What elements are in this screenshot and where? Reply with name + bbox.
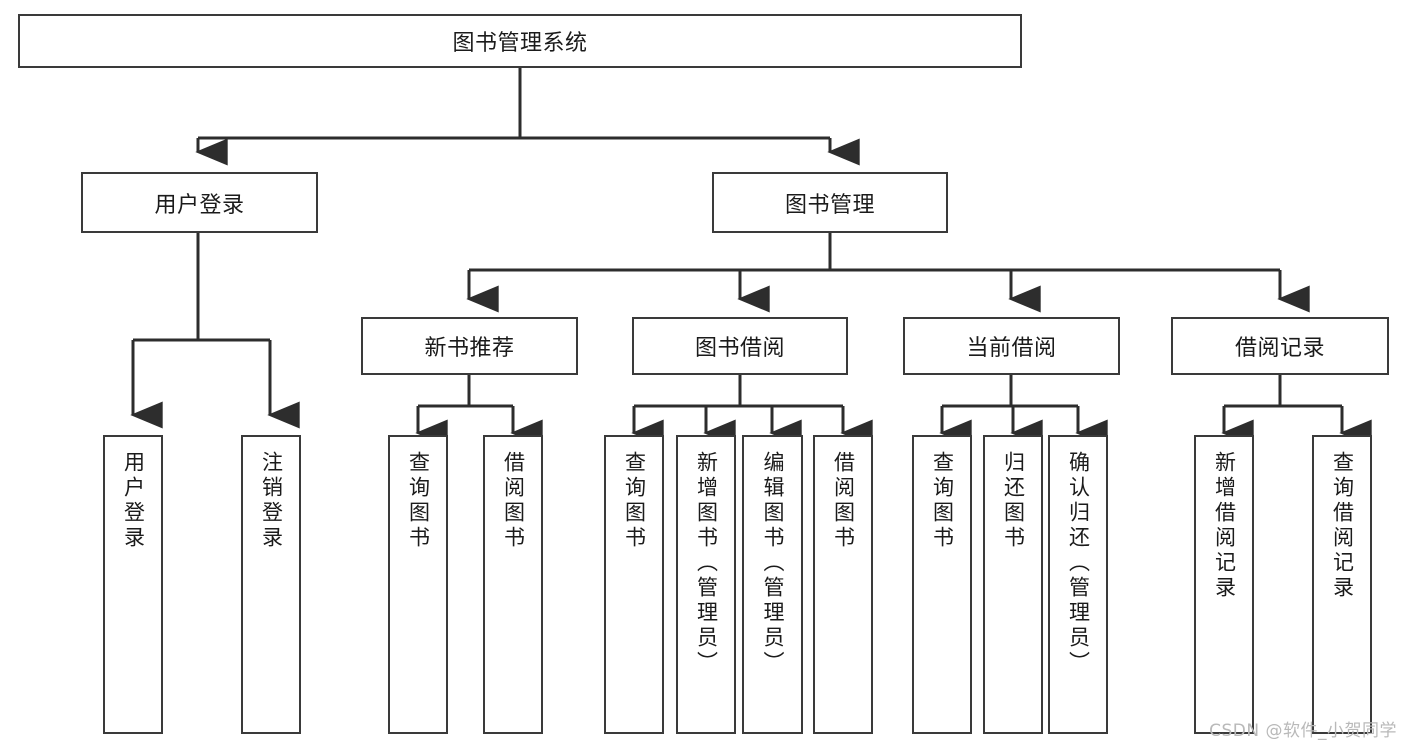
node-current-borrow[interactable]: 当前借阅 bbox=[903, 317, 1120, 375]
node-book-borrow[interactable]: 图书借阅 bbox=[632, 317, 848, 375]
leaf-add-book-label: 新增图书（管理员） bbox=[694, 451, 719, 676]
leaf-query-book-2-label: 查询图书 bbox=[622, 451, 647, 551]
leaf-query-book-1-label: 查询图书 bbox=[406, 451, 431, 551]
leaf-edit-book-label: 编辑图书（管理员） bbox=[761, 451, 785, 676]
leaf-user-login-label: 用户登录 bbox=[121, 451, 146, 551]
node-user-login[interactable]: 用户登录 bbox=[81, 172, 318, 233]
leaf-borrow-book-1[interactable]: 借阅图书 bbox=[483, 435, 543, 734]
node-new-book-recommend[interactable]: 新书推荐 bbox=[361, 317, 578, 375]
leaf-borrow-book-2[interactable]: 借阅图书 bbox=[813, 435, 873, 734]
node-root[interactable]: 图书管理系统 bbox=[18, 14, 1022, 68]
leaf-confirm-return-label: 确认归还（管理员） bbox=[1066, 451, 1091, 676]
leaf-query-record-label: 查询借阅记录 bbox=[1330, 451, 1355, 601]
node-book-manage-label: 图书管理 bbox=[784, 192, 875, 218]
node-borrow-record-label: 借阅记录 bbox=[1234, 336, 1325, 361]
leaf-borrow-book-1-label: 借阅图书 bbox=[501, 451, 526, 551]
node-root-label: 图书管理系统 bbox=[452, 31, 588, 56]
leaf-user-logout-label: 注销登录 bbox=[259, 451, 284, 551]
leaf-borrow-book-2-label: 借阅图书 bbox=[831, 451, 856, 551]
leaf-query-record[interactable]: 查询借阅记录 bbox=[1312, 435, 1372, 734]
leaf-query-book-3[interactable]: 查询图书 bbox=[912, 435, 972, 734]
leaf-add-record-label: 新增借阅记录 bbox=[1212, 451, 1237, 601]
leaf-query-book-2[interactable]: 查询图书 bbox=[604, 435, 664, 734]
node-new-book-recommend-label: 新书推荐 bbox=[424, 336, 515, 361]
leaf-query-book-1[interactable]: 查询图书 bbox=[388, 435, 448, 734]
leaf-user-login[interactable]: 用户登录 bbox=[103, 435, 163, 734]
leaf-add-record[interactable]: 新增借阅记录 bbox=[1194, 435, 1254, 734]
leaf-return-book-label: 归还图书 bbox=[1001, 451, 1026, 551]
leaf-query-book-3-label: 查询图书 bbox=[930, 451, 955, 551]
node-book-borrow-label: 图书借阅 bbox=[694, 336, 785, 361]
node-book-manage[interactable]: 图书管理 bbox=[712, 172, 948, 233]
leaf-add-book[interactable]: 新增图书（管理员） bbox=[676, 435, 736, 734]
watermark-text: CSDN @软件_小贺同学 bbox=[1209, 721, 1397, 741]
node-user-login-label: 用户登录 bbox=[154, 192, 245, 218]
node-current-borrow-label: 当前借阅 bbox=[966, 336, 1057, 361]
leaf-user-logout[interactable]: 注销登录 bbox=[241, 435, 301, 734]
leaf-confirm-return[interactable]: 确认归还（管理员） bbox=[1048, 435, 1108, 734]
node-borrow-record[interactable]: 借阅记录 bbox=[1171, 317, 1389, 375]
leaf-edit-book[interactable]: 编辑图书（管理员） bbox=[742, 435, 803, 734]
leaf-return-book[interactable]: 归还图书 bbox=[983, 435, 1043, 734]
